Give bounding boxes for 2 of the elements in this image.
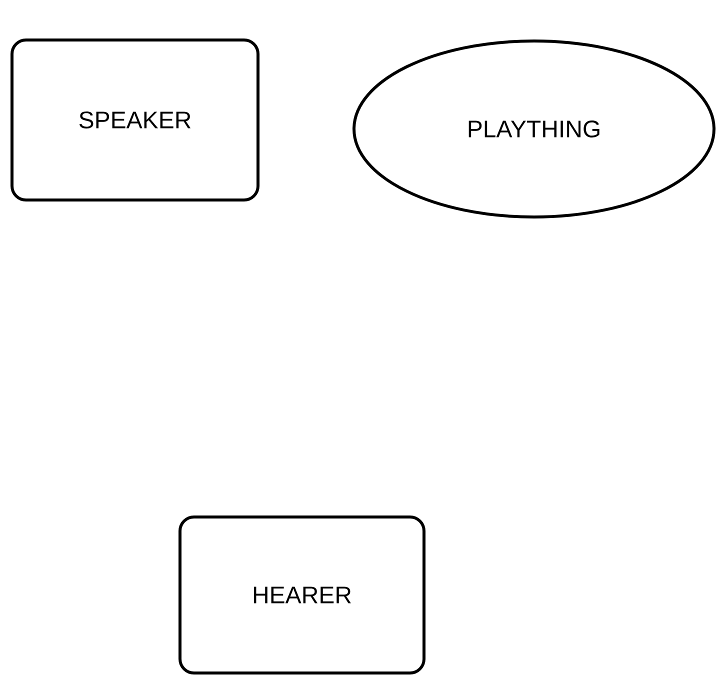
rounded-box: HEARER	[178, 515, 426, 674]
rounded-box: SPEAKER	[10, 38, 260, 202]
